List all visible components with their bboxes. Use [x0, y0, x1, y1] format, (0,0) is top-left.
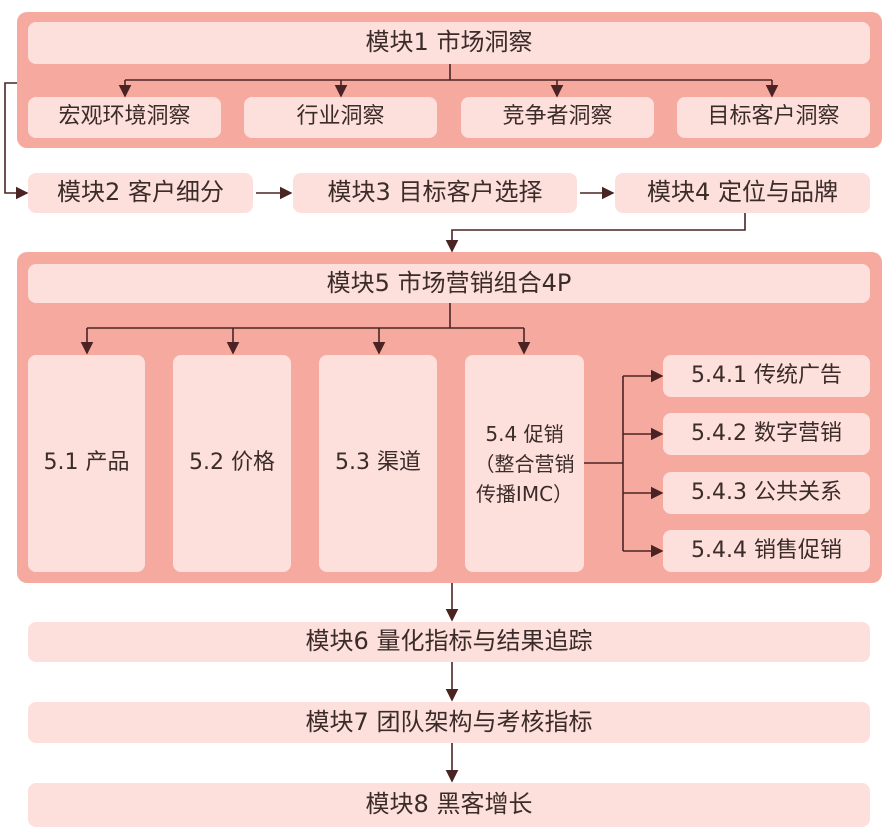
- module5-promotion: 5.4 促销 （整合营销 传播IMC）: [465, 355, 584, 572]
- module4-box: 模块4 定位与品牌: [615, 173, 870, 213]
- promotion-child-advertising: 5.4.1 传统广告: [663, 355, 870, 397]
- promotion-line2: （整合营销: [474, 451, 575, 476]
- module2-box: 模块2 客户细分: [28, 173, 253, 213]
- module5-channel: 5.3 渠道: [319, 355, 437, 572]
- promotion-child-sales: 5.4.4 销售促销: [663, 530, 870, 572]
- module6-box: 模块6 量化指标与结果追踪: [28, 622, 870, 662]
- module3-box: 模块3 目标客户选择: [293, 173, 577, 213]
- connector-m5-split: [87, 303, 524, 329]
- module5-product: 5.1 产品: [28, 355, 145, 572]
- module5-title: 模块5 市场营销组合4P: [28, 264, 870, 303]
- arrow-m4-m5: [445, 213, 746, 253]
- module1-title: 模块1 市场洞察: [28, 22, 870, 64]
- connector-m1-split: [125, 64, 772, 81]
- module1-child-customer: 目标客户洞察: [677, 97, 870, 138]
- connector-promo-split: [584, 376, 624, 551]
- promotion-line1: 5.4 促销: [485, 421, 564, 446]
- module7-box: 模块7 团队架构与考核指标: [28, 702, 870, 743]
- module1-child-industry: 行业洞察: [244, 97, 437, 138]
- module1-child-competitor: 竞争者洞察: [461, 97, 654, 138]
- promotion-child-pr: 5.4.3 公共关系: [663, 472, 870, 514]
- module1-child-macro: 宏观环境洞察: [28, 97, 221, 138]
- module8-box: 模块8 黑客增长: [28, 783, 870, 827]
- promotion-line3: 传播IMC）: [475, 481, 574, 506]
- arrow-m1-m2: [4, 82, 29, 200]
- promotion-child-digital: 5.4.2 数字营销: [663, 413, 870, 455]
- module5-price: 5.2 价格: [173, 355, 291, 572]
